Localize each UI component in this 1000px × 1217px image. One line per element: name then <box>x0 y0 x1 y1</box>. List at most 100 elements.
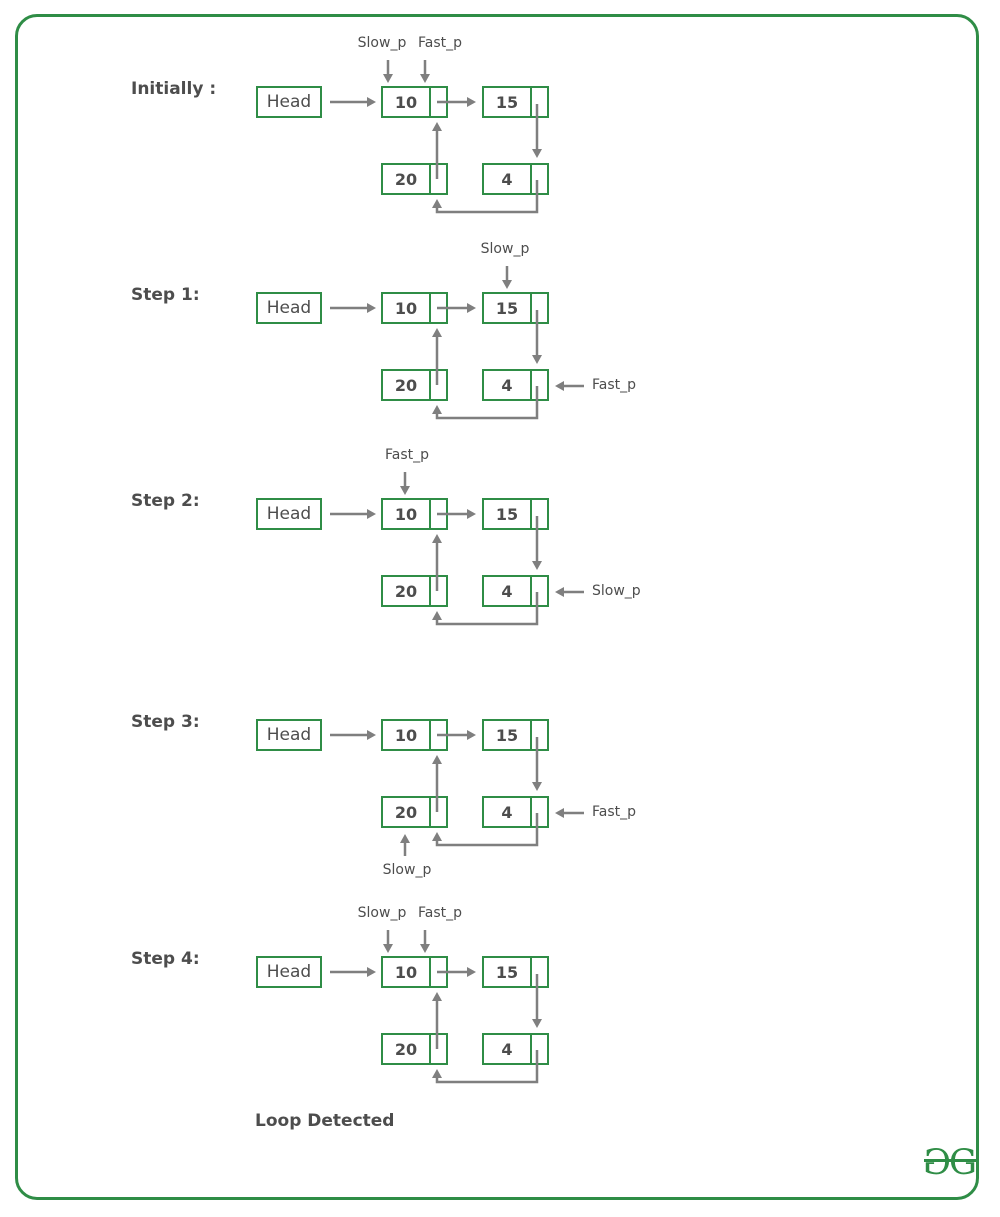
section-label: Step 3: <box>131 712 200 732</box>
node-4: 4 <box>482 163 549 195</box>
node-data-cell: 10 <box>383 958 431 986</box>
node-4: 4 <box>482 1033 549 1065</box>
fast-pointer-label: Fast_p <box>417 905 463 921</box>
node-data-cell: 10 <box>383 294 431 322</box>
section-label: Step 1: <box>131 285 200 305</box>
node-15: 15 <box>482 956 549 988</box>
slow-pointer-label: Slow_p <box>592 583 641 599</box>
node-10: 10 <box>381 498 448 530</box>
node-20: 20 <box>381 575 448 607</box>
node-next-cell <box>532 1035 547 1063</box>
node-20: 20 <box>381 796 448 828</box>
node-next-cell <box>431 721 446 749</box>
node-next-cell <box>431 88 446 116</box>
node-data-cell: 4 <box>484 798 532 826</box>
node-data-cell: 15 <box>484 88 532 116</box>
arrows-layer <box>330 730 584 856</box>
node-next-cell <box>532 721 547 749</box>
node-next-cell <box>532 958 547 986</box>
node-20: 20 <box>381 1033 448 1065</box>
node-next-cell <box>532 798 547 826</box>
head-box: Head <box>256 86 322 118</box>
head-box: Head <box>256 292 322 324</box>
slow-pointer-label: Slow_p <box>382 862 432 878</box>
node-data-cell: 15 <box>484 958 532 986</box>
node-15: 15 <box>482 498 549 530</box>
arrows-layer <box>330 930 542 1084</box>
node-next-cell <box>431 165 446 193</box>
node-next-cell <box>431 371 446 399</box>
node-20: 20 <box>381 369 448 401</box>
node-data-cell: 15 <box>484 721 532 749</box>
node-20: 20 <box>381 163 448 195</box>
arrows-layer <box>330 266 584 420</box>
node-data-cell: 10 <box>383 88 431 116</box>
node-data-cell: 4 <box>484 165 532 193</box>
node-next-cell <box>532 500 547 528</box>
node-data-cell: 20 <box>383 577 431 605</box>
section-label: Initially : <box>131 79 217 99</box>
node-15: 15 <box>482 292 549 324</box>
head-label: Head <box>266 298 312 318</box>
logo-letter-mirrored-g: G <box>923 1143 951 1183</box>
logo-crossbar <box>924 1159 976 1162</box>
node-10: 10 <box>381 956 448 988</box>
node-data-cell: 20 <box>383 1035 431 1063</box>
node-15: 15 <box>482 719 549 751</box>
fast-pointer-label: Fast_p <box>384 447 430 463</box>
node-next-cell <box>532 294 547 322</box>
node-4: 4 <box>482 369 549 401</box>
head-box: Head <box>256 956 322 988</box>
head-label: Head <box>266 725 312 745</box>
head-box: Head <box>256 498 322 530</box>
node-data-cell: 4 <box>484 1035 532 1063</box>
slow-pointer-label: Slow_p <box>357 35 407 51</box>
node-10: 10 <box>381 719 448 751</box>
result-label: Loop Detected <box>255 1111 395 1131</box>
node-next-cell <box>431 958 446 986</box>
arrows-layer <box>330 60 542 214</box>
node-next-cell <box>532 88 547 116</box>
node-next-cell <box>431 798 446 826</box>
head-label: Head <box>266 504 312 524</box>
node-10: 10 <box>381 292 448 324</box>
node-data-cell: 4 <box>484 577 532 605</box>
logo-letter-g: G <box>949 1143 977 1183</box>
head-label: Head <box>266 92 312 112</box>
node-data-cell: 10 <box>383 721 431 749</box>
fast-pointer-label: Fast_p <box>592 804 637 820</box>
slow-pointer-label: Slow_p <box>357 905 407 921</box>
geeksforgeeks-logo-icon: GG <box>923 1143 977 1183</box>
node-data-cell: 4 <box>484 371 532 399</box>
fast-pointer-label: Fast_p <box>592 377 637 393</box>
node-data-cell: 20 <box>383 798 431 826</box>
node-4: 4 <box>482 575 549 607</box>
node-data-cell: 15 <box>484 500 532 528</box>
node-next-cell <box>431 500 446 528</box>
node-data-cell: 20 <box>383 371 431 399</box>
section-label: Step 4: <box>131 949 200 969</box>
section-label: Step 2: <box>131 491 200 511</box>
node-data-cell: 20 <box>383 165 431 193</box>
node-data-cell: 10 <box>383 500 431 528</box>
node-next-cell <box>431 1035 446 1063</box>
arrows-layer <box>330 472 584 626</box>
node-next-cell <box>431 294 446 322</box>
node-4: 4 <box>482 796 549 828</box>
fast-pointer-label: Fast_p <box>417 35 463 51</box>
node-next-cell <box>532 577 547 605</box>
node-10: 10 <box>381 86 448 118</box>
node-15: 15 <box>482 86 549 118</box>
slow-pointer-label: Slow_p <box>480 241 530 257</box>
head-label: Head <box>266 962 312 982</box>
node-next-cell <box>532 371 547 399</box>
node-next-cell <box>431 577 446 605</box>
head-box: Head <box>256 719 322 751</box>
node-data-cell: 15 <box>484 294 532 322</box>
